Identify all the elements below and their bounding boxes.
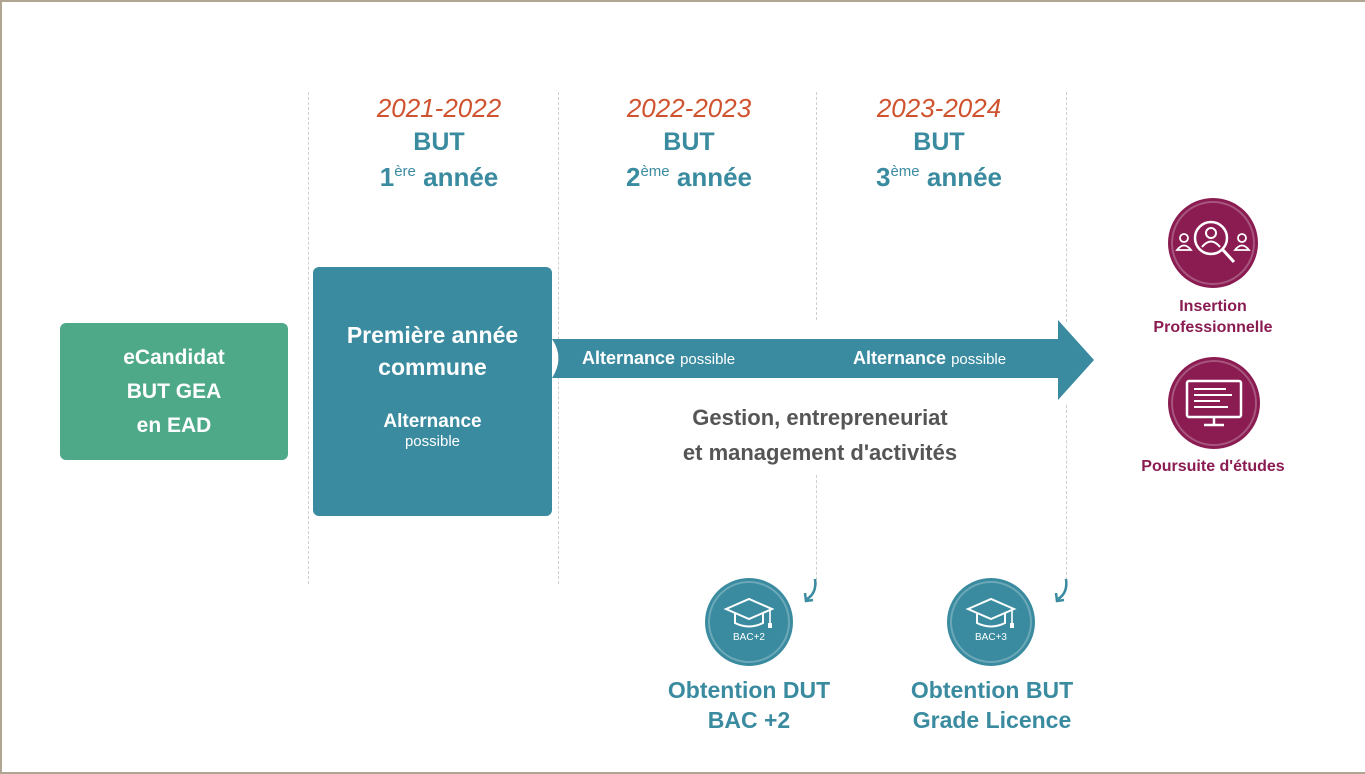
column-divider xyxy=(308,92,309,584)
arrow-alternance-label: Alternance possible xyxy=(853,348,1007,368)
year-level: 2ème année xyxy=(625,162,753,192)
year-program: BUT xyxy=(913,128,965,156)
etudes-label: Poursuite d'études xyxy=(1141,458,1285,475)
badge-label: BAC+2 xyxy=(733,632,765,643)
badge-label: BAC+3 xyxy=(975,632,1007,643)
insertion-label: Insertion Professionnelle xyxy=(1153,298,1273,336)
year-level: 3ème année xyxy=(875,162,1003,192)
column-divider xyxy=(1066,405,1067,585)
entry-line: BUT GEA xyxy=(126,379,222,403)
diploma-label: Obtention DUT BAC +2 xyxy=(667,677,831,733)
graduation-cap-icon xyxy=(705,578,793,666)
year-level: 1ère année xyxy=(379,162,499,192)
track-label: Gestion, entrepreneuriat et management d… xyxy=(682,405,958,465)
entry-line: eCandidat xyxy=(123,345,225,369)
column-divider xyxy=(816,475,817,585)
year-period: 2022-2023 xyxy=(626,93,752,123)
column-divider xyxy=(1066,92,1067,322)
first-year-title: Première année commune xyxy=(346,322,519,380)
people-search-icon xyxy=(1168,198,1258,288)
column-divider xyxy=(816,92,817,320)
year-period: 2021-2022 xyxy=(376,93,502,123)
curve-arrow-icon xyxy=(1054,578,1068,603)
diploma-label: Obtention BUT Grade Licence xyxy=(910,677,1074,733)
entry-box: eCandidat BUT GEA en EAD xyxy=(60,323,288,460)
year-period: 2023-2024 xyxy=(876,93,1002,123)
year-program: BUT xyxy=(413,128,465,156)
graduation-cap-icon xyxy=(947,578,1035,666)
entry-line: en EAD xyxy=(136,413,212,437)
year-program: BUT xyxy=(663,128,715,156)
column-divider xyxy=(558,92,559,584)
first-year-possible: possible xyxy=(404,433,461,450)
first-year-alternance: Alternance xyxy=(383,411,482,432)
curve-arrow-icon xyxy=(803,578,817,603)
monitor-icon xyxy=(1168,357,1260,449)
arrow-alternance-label: Alternance possible xyxy=(582,348,736,368)
first-year-box: Première année commune Alternance possib… xyxy=(313,267,552,516)
